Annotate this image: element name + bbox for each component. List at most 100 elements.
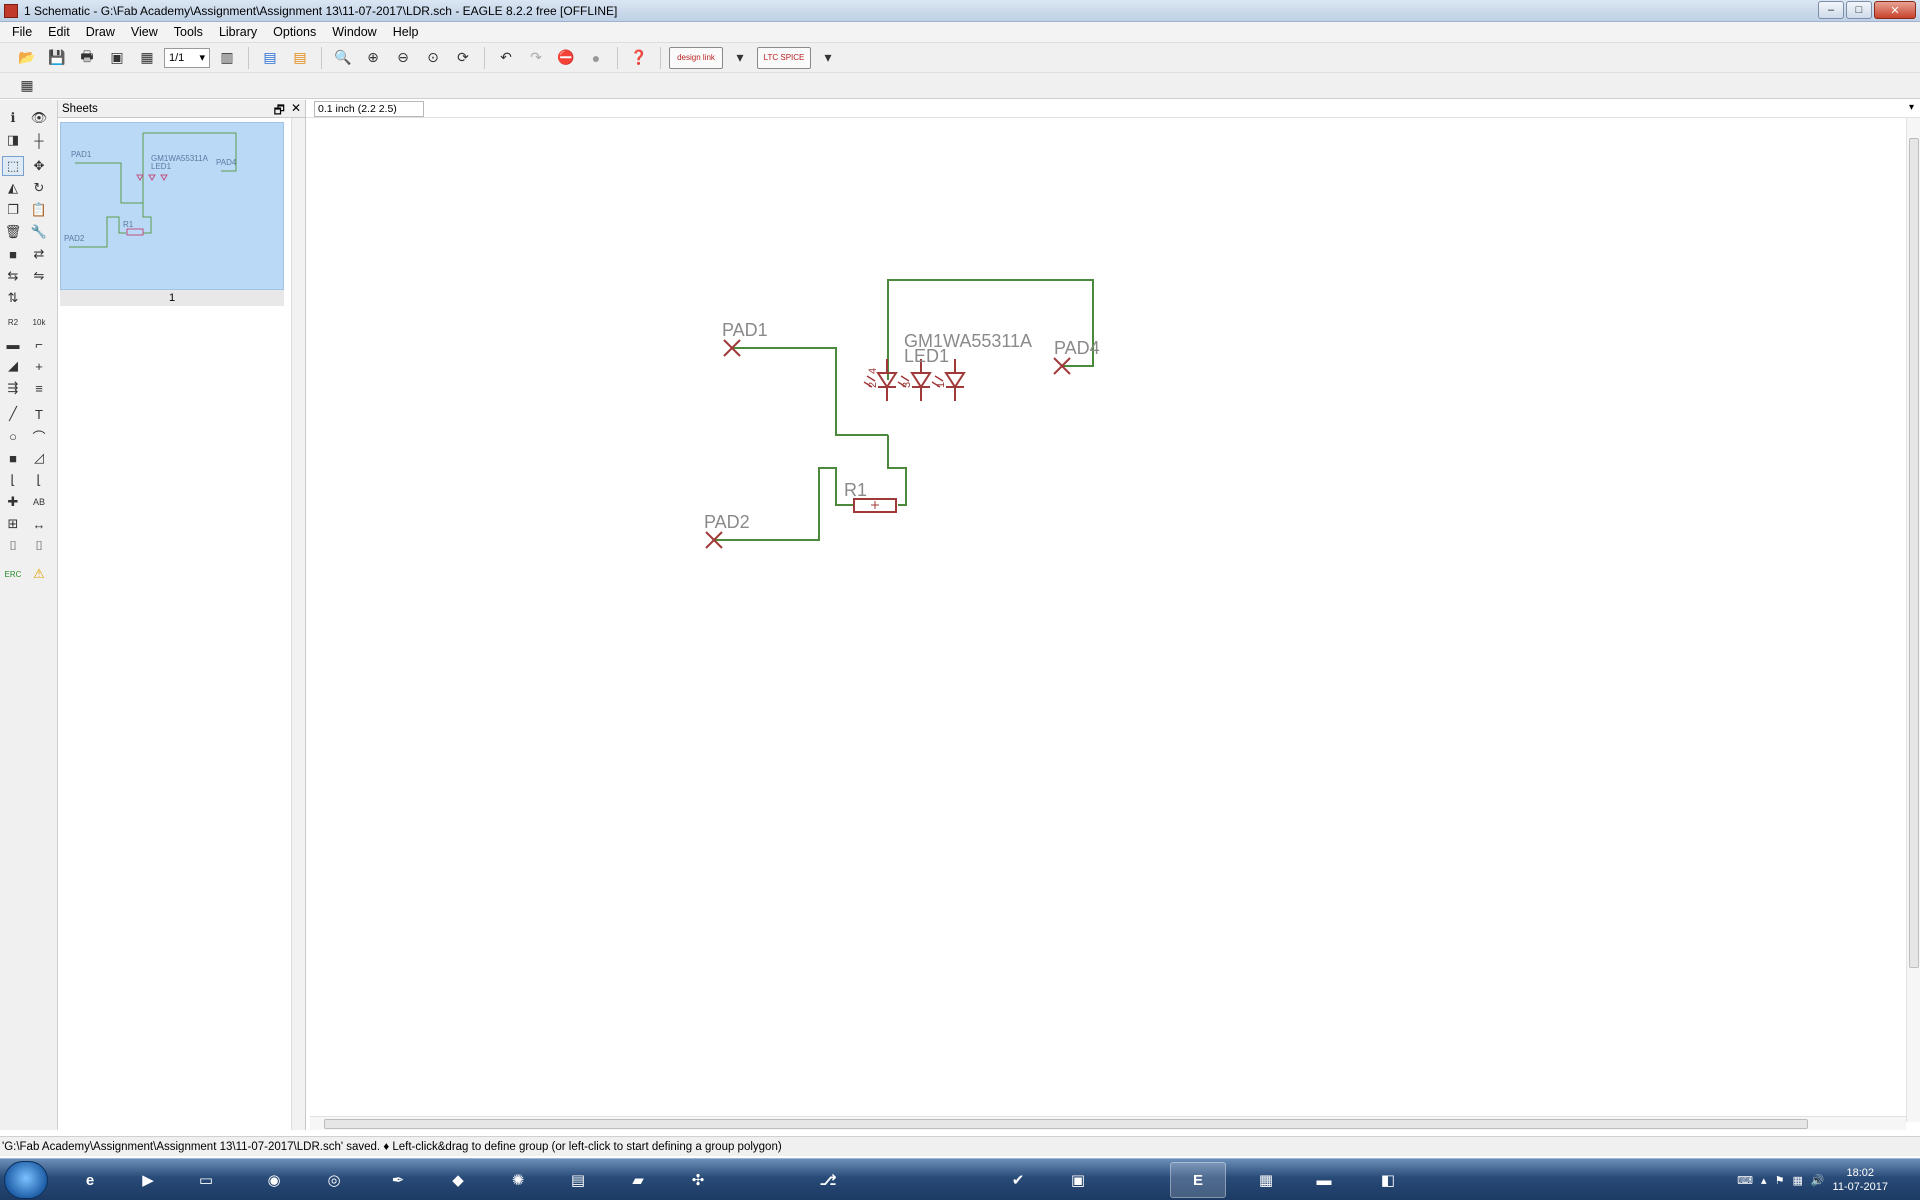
sheets-scrollbar[interactable] bbox=[291, 118, 305, 1130]
menu-options[interactable]: Options bbox=[273, 25, 317, 39]
firefox-icon[interactable]: ◉ bbox=[267, 1172, 281, 1189]
rect-icon[interactable]: ■ bbox=[9, 450, 17, 466]
menu-view[interactable]: View bbox=[130, 25, 158, 39]
network-status-icon[interactable]: ▦ bbox=[1792, 1174, 1803, 1187]
text-icon[interactable]: T bbox=[35, 406, 43, 422]
arc-icon[interactable]: ⌒ bbox=[32, 429, 46, 445]
erc-port-icon[interactable]: ⊞ bbox=[7, 516, 19, 531]
cmd-icon[interactable]: ▬ bbox=[1316, 1171, 1332, 1189]
stop-icon[interactable]: ⛔ bbox=[557, 49, 575, 65]
mark-icon[interactable]: ┼ bbox=[34, 132, 44, 148]
module-icon[interactable]: ⌷ bbox=[35, 538, 43, 553]
rotate-icon[interactable]: ↻ bbox=[33, 180, 45, 195]
swap-icon[interactable]: ⇆ bbox=[7, 268, 19, 283]
horizontal-scroll-thumb[interactable] bbox=[324, 1119, 1808, 1129]
ie-icon[interactable]: e bbox=[85, 1171, 95, 1189]
gate-icon[interactable]: ⇋ bbox=[33, 268, 45, 283]
frame-icon[interactable]: ⌷ bbox=[9, 538, 17, 553]
cam-icon[interactable]: ▣ bbox=[110, 49, 124, 65]
volume-icon[interactable]: 🔊 bbox=[1810, 1174, 1825, 1187]
invoke-icon[interactable]: + bbox=[35, 358, 43, 374]
line-icon[interactable]: ╱ bbox=[9, 406, 17, 421]
save-icon[interactable]: 💾 bbox=[48, 49, 66, 65]
redraw-icon[interactable]: ⟳ bbox=[457, 49, 469, 65]
name-icon[interactable]: R2 bbox=[7, 317, 19, 327]
chart-app-icon[interactable]: ▦ bbox=[1258, 1172, 1274, 1189]
script-icon[interactable]: ▤ bbox=[263, 49, 277, 65]
attribute-icon[interactable]: ≡ bbox=[35, 380, 43, 396]
horizontal-scrollbar[interactable] bbox=[310, 1116, 1906, 1130]
run-ulp-icon[interactable]: ▤ bbox=[293, 49, 307, 65]
bus-icon[interactable]: ⌊ bbox=[10, 472, 16, 487]
circle-icon[interactable]: ○ bbox=[9, 428, 17, 444]
ltspice-button[interactable]: LTC SPICE bbox=[757, 46, 811, 69]
network-icon[interactable]: ▤ bbox=[570, 1172, 586, 1189]
menu-edit[interactable]: Edit bbox=[48, 25, 70, 39]
menu-window[interactable]: Window bbox=[332, 25, 377, 39]
net-icon[interactable]: ⌊ bbox=[36, 472, 42, 487]
smash-icon[interactable]: ▬ bbox=[6, 336, 20, 352]
grid-icon[interactable]: ▦ bbox=[20, 77, 34, 93]
explorer-icon[interactable]: ▭ bbox=[198, 1172, 214, 1189]
chevron-down-icon[interactable]: ▾ bbox=[736, 49, 744, 65]
media-player-icon[interactable]: ▶ bbox=[142, 1172, 154, 1189]
zoom-select-icon[interactable]: ⊙ bbox=[427, 49, 439, 65]
junction-icon[interactable]: ✚ bbox=[7, 494, 19, 509]
show-icon[interactable]: 👁 bbox=[30, 110, 48, 125]
board-switch-icon[interactable]: ▦ bbox=[140, 49, 154, 65]
help-icon[interactable]: ❓ bbox=[630, 49, 648, 65]
label-icon[interactable]: AB bbox=[32, 497, 45, 507]
menu-help[interactable]: Help bbox=[392, 25, 419, 39]
delete-icon[interactable]: 🗑 bbox=[4, 224, 22, 239]
vertical-scroll-thumb[interactable] bbox=[1909, 138, 1919, 968]
undock-icon[interactable]: 🗗 bbox=[273, 103, 285, 117]
sheet-select[interactable]: 1/1▾ bbox=[164, 47, 210, 68]
keyboard-icon[interactable]: ⌨ bbox=[1737, 1174, 1754, 1187]
mirror-icon[interactable]: ◭ bbox=[8, 180, 18, 195]
sheet-thumbnail[interactable]: PAD1 PAD2 PAD4 GM1WA55311A LED1 R1 bbox=[60, 122, 284, 290]
clock[interactable]: 18:02 11-07-2017 bbox=[1833, 1166, 1888, 1194]
pinswap-icon[interactable]: ⇅ bbox=[7, 290, 19, 305]
presentation-icon[interactable]: ▣ bbox=[1070, 1172, 1086, 1189]
sheet-number[interactable]: 1 bbox=[60, 290, 284, 306]
split-icon[interactable]: ◢ bbox=[8, 358, 18, 373]
close-icon[interactable]: ✕ bbox=[290, 101, 301, 115]
chevron-down-icon[interactable]: ▾ bbox=[824, 49, 832, 65]
info-icon[interactable]: ℹ bbox=[10, 110, 16, 125]
start-button[interactable] bbox=[4, 1161, 48, 1199]
sketchup-icon[interactable]: ◆ bbox=[452, 1172, 464, 1189]
eagle-taskbar-icon[interactable]: E bbox=[1170, 1162, 1226, 1198]
add-icon[interactable]: ■ bbox=[9, 246, 17, 262]
designlink-button[interactable]: design link bbox=[669, 46, 723, 69]
pdf-icon[interactable]: ▰ bbox=[632, 1172, 644, 1189]
warning-icon[interactable]: ⚠ bbox=[33, 566, 45, 581]
open-icon[interactable]: 📂 bbox=[18, 49, 36, 65]
maximize-button[interactable]: □ bbox=[1846, 1, 1872, 19]
zoom-out-icon[interactable]: ⊖ bbox=[397, 49, 409, 65]
copy-icon[interactable]: ❐ bbox=[7, 202, 19, 217]
vertical-scrollbar[interactable] bbox=[1906, 118, 1920, 1122]
chevron-down-icon[interactable]: ▾ bbox=[1908, 102, 1914, 113]
miter-icon[interactable]: ⌐ bbox=[35, 336, 43, 352]
show-hidden-icon[interactable]: ▴ bbox=[1761, 1174, 1767, 1187]
dimension-icon[interactable]: ↔ bbox=[32, 516, 46, 532]
action-center-icon[interactable]: ⚑ bbox=[1774, 1174, 1785, 1187]
close-button[interactable]: ✕ bbox=[1874, 1, 1916, 19]
value-icon[interactable]: 10k bbox=[32, 317, 46, 327]
print-icon[interactable]: 🖶 bbox=[80, 47, 94, 64]
git-icon[interactable]: ⎇ bbox=[819, 1172, 837, 1189]
vlc-icon[interactable]: ✔ bbox=[1011, 1172, 1025, 1189]
chrome-icon[interactable]: ◎ bbox=[327, 1172, 341, 1189]
menu-library[interactable]: Library bbox=[218, 25, 258, 39]
pinwheel-icon[interactable]: ✣ bbox=[691, 1172, 705, 1189]
undo-icon[interactable]: ↶ bbox=[500, 49, 512, 65]
optimize-icon[interactable]: ⇶ bbox=[7, 380, 19, 395]
zoom-fit-icon[interactable]: 🔍 bbox=[334, 49, 352, 65]
stack-icon[interactable]: ▥ bbox=[220, 49, 234, 65]
minimize-button[interactable]: ‒ bbox=[1818, 1, 1844, 19]
schematic-canvas[interactable]: PAD1 PAD2 PAD4 GM1WA55311A LED1 R1 2 4 3… bbox=[310, 118, 1900, 1108]
menu-draw[interactable]: Draw bbox=[85, 25, 115, 39]
group-icon[interactable]: ⬚ bbox=[2, 156, 24, 176]
settings-icon[interactable]: ✺ bbox=[511, 1172, 525, 1189]
go-icon[interactable]: ● bbox=[591, 49, 601, 66]
